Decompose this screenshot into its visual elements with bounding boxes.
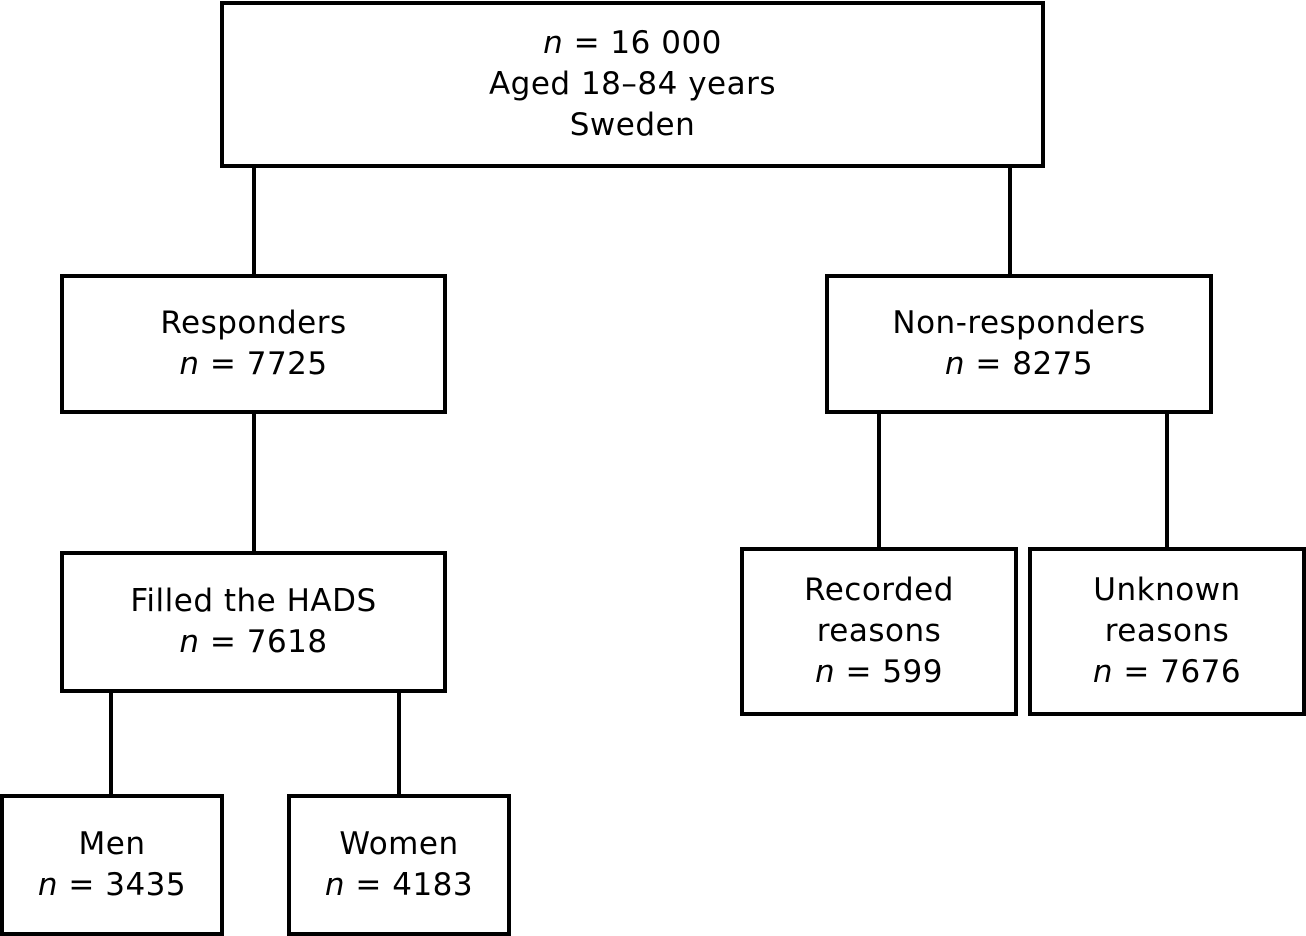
node-line-age: Aged 18–84 years [488,66,777,102]
n-symbol: n [37,867,59,903]
node-title: Non-responders [892,305,1146,341]
connector-root-non-responders [1008,166,1012,276]
node-men: Men n = 3435 [0,794,224,936]
node-title: Filled the HADS [130,583,377,619]
node-count: n = 3435 [37,867,187,903]
node-women: Women n = 4183 [287,794,511,936]
node-count: n = 7676 [1092,654,1242,690]
connector-root-responders [252,166,256,276]
node-title-line-2: reasons [1104,613,1230,649]
n-value: 8275 [1012,346,1094,382]
n-symbol: n [324,867,346,903]
node-title: Responders [160,305,347,341]
n-value: 16 000 [610,25,722,61]
n-symbol: n [814,654,836,690]
node-line-country: Sweden [569,107,696,143]
node-count: n = 7618 [179,624,328,660]
connector-responders-filled-hads [252,412,256,553]
node-count: n = 4183 [324,867,474,903]
n-value: 4183 [392,867,474,903]
connector-non-responders-unknown [1165,412,1169,549]
node-count: n = 16 000 [543,25,722,61]
node-filled-hads: Filled the HADS n = 7618 [60,551,447,693]
node-count: n = 7725 [179,346,328,382]
n-symbol: n [179,624,200,660]
node-title: Women [339,826,459,862]
n-symbol: n [944,346,966,382]
node-non-responders: Non-responders n = 8275 [825,274,1213,414]
n-value: 7618 [246,624,328,660]
node-recorded-reasons: Recorded reasons n = 599 [740,547,1018,716]
n-symbol: n [543,25,564,61]
n-value: 3435 [105,867,187,903]
node-unknown-reasons: Unknown reasons n = 7676 [1028,547,1306,716]
n-symbol: n [179,346,200,382]
connector-non-responders-recorded [877,412,881,549]
node-title: Men [78,826,146,862]
node-title-line-1: Unknown [1093,572,1241,608]
node-count: n = 599 [814,654,943,690]
node-title-line-1: Recorded [804,572,954,608]
n-symbol: n [1092,654,1114,690]
node-responders: Responders n = 7725 [60,274,447,414]
node-title-line-2: reasons [816,613,942,649]
n-value: 7676 [1160,654,1242,690]
connector-filled-hads-men [109,690,113,797]
node-count: n = 8275 [944,346,1094,382]
connector-filled-hads-women [397,690,401,797]
n-value: 7725 [246,346,328,382]
n-value: 599 [882,654,943,690]
node-total-sample: n = 16 000 Aged 18–84 years Sweden [220,1,1045,168]
